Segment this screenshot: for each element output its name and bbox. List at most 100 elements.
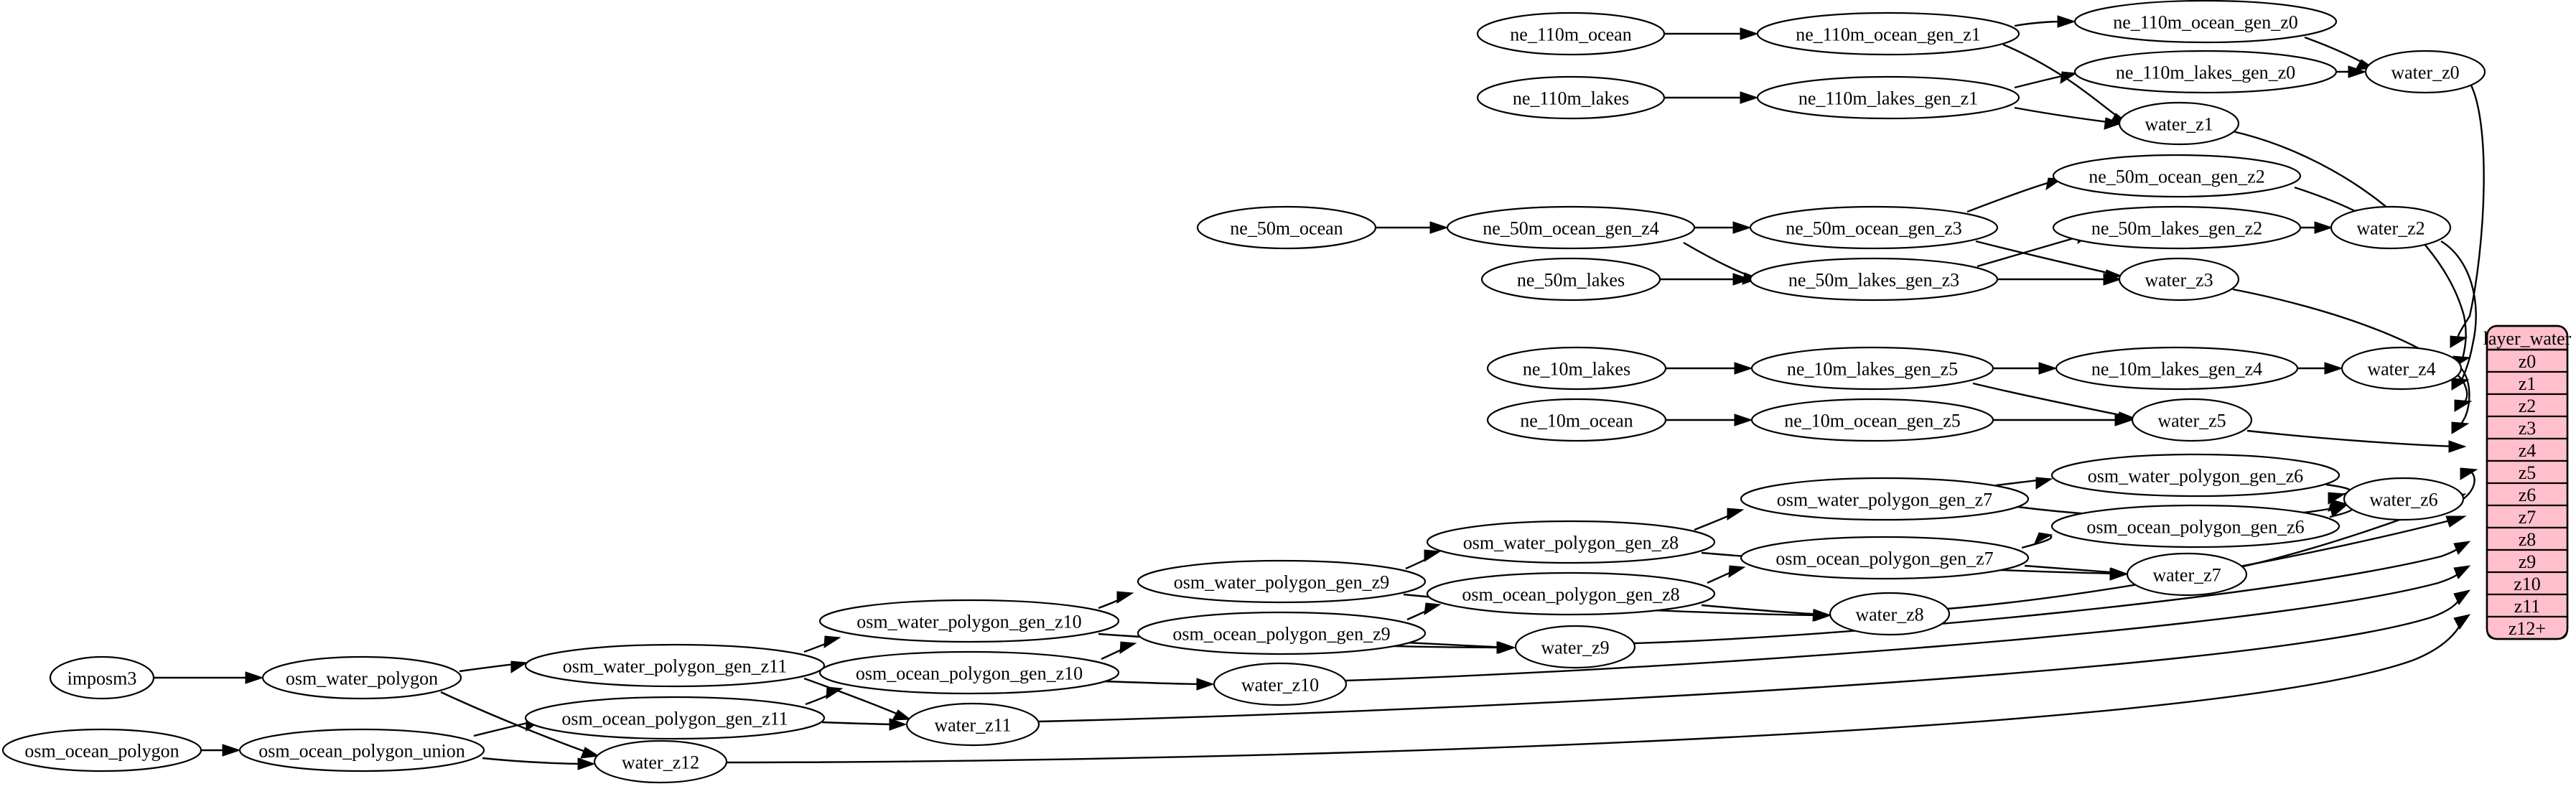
node-ellipse[interactable] bbox=[2055, 346, 2299, 391]
node-water_z8[interactable]: water_z8 bbox=[1829, 592, 1951, 636]
node-ne_50m_ocean_gen_z3[interactable]: ne_50m_ocean_gen_z3 bbox=[1749, 205, 1999, 250]
node-water_z1[interactable]: water_z1 bbox=[2118, 101, 2240, 146]
node-water_z12[interactable]: water_z12 bbox=[593, 739, 728, 784]
node-osm_ocean_polygon_gen_z10[interactable]: osm_ocean_polygon_gen_z10 bbox=[818, 650, 1120, 695]
node-ellipse[interactable] bbox=[1750, 346, 1994, 391]
node-ellipse[interactable] bbox=[2118, 257, 2240, 302]
node-ellipse[interactable] bbox=[1476, 75, 1666, 120]
table-row-z9[interactable]: z9 bbox=[2486, 548, 2569, 574]
node-ne_110m_lakes_gen_z0[interactable]: ne_110m_lakes_gen_z0 bbox=[2073, 50, 2338, 94]
node-ne_10m_lakes_gen_z5[interactable]: ne_10m_lakes_gen_z5 bbox=[1750, 346, 1994, 391]
node-imposm3[interactable]: imposm3 bbox=[49, 655, 155, 700]
table-row-z4[interactable]: z4 bbox=[2486, 437, 2569, 462]
node-ellipse[interactable] bbox=[1, 728, 202, 772]
node-ne_110m_ocean_gen_z0[interactable]: ne_110m_ocean_gen_z0 bbox=[2073, 0, 2338, 44]
node-osm_water_polygon_gen_z8[interactable]: osm_water_polygon_gen_z8 bbox=[1426, 520, 1716, 564]
node-ne_10m_ocean_gen_z5[interactable]: ne_10m_ocean_gen_z5 bbox=[1750, 398, 1994, 442]
node-osm_ocean_polygon_gen_z11[interactable]: osm_ocean_polygon_gen_z11 bbox=[524, 696, 826, 740]
node-ellipse[interactable] bbox=[524, 696, 826, 740]
node-ellipse[interactable] bbox=[2050, 504, 2341, 548]
table-row-z0[interactable]: z0 bbox=[2486, 348, 2569, 373]
node-ellipse[interactable] bbox=[2118, 101, 2240, 146]
node-osm_water_polygon_gen_z9[interactable]: osm_water_polygon_gen_z9 bbox=[1137, 559, 1427, 604]
node-ne_50m_ocean[interactable]: ne_50m_ocean bbox=[1196, 205, 1377, 250]
node-ellipse[interactable] bbox=[1756, 75, 2020, 120]
node-ellipse[interactable] bbox=[2073, 50, 2338, 94]
node-osm_ocean_polygon_union[interactable]: osm_ocean_polygon_union bbox=[238, 728, 485, 772]
node-ne_10m_lakes_gen_z4[interactable]: ne_10m_lakes_gen_z4 bbox=[2055, 346, 2299, 391]
table-row-z3[interactable]: z3 bbox=[2486, 415, 2569, 440]
node-osm_ocean_polygon_gen_z8[interactable]: osm_ocean_polygon_gen_z8 bbox=[1426, 571, 1716, 616]
table-row-z1[interactable]: z1 bbox=[2486, 370, 2569, 396]
table-row-z11[interactable]: z11 bbox=[2486, 593, 2569, 618]
node-ne_110m_ocean[interactable]: ne_110m_ocean bbox=[1476, 11, 1666, 56]
node-osm_ocean_polygon_gen_z6[interactable]: osm_ocean_polygon_gen_z6 bbox=[2050, 504, 2341, 548]
node-osm_water_polygon[interactable]: osm_water_polygon bbox=[261, 655, 462, 700]
node-water_z7[interactable]: water_z7 bbox=[2126, 552, 2248, 597]
node-osm_ocean_polygon_gen_z7[interactable]: osm_ocean_polygon_gen_z7 bbox=[1740, 536, 2030, 580]
node-ellipse[interactable] bbox=[2343, 477, 2465, 521]
table-row-z10[interactable]: z10 bbox=[2486, 571, 2569, 596]
table-row-z7[interactable]: z7 bbox=[2486, 504, 2569, 529]
node-water_z6[interactable]: water_z6 bbox=[2343, 477, 2465, 521]
node-ne_110m_lakes[interactable]: ne_110m_lakes bbox=[1476, 75, 1666, 120]
node-ne_110m_ocean_gen_z1[interactable]: ne_110m_ocean_gen_z1 bbox=[1756, 11, 2020, 56]
node-ellipse[interactable] bbox=[238, 728, 485, 772]
node-water_z0[interactable]: water_z0 bbox=[2364, 50, 2486, 94]
node-ellipse[interactable] bbox=[1829, 592, 1951, 636]
node-ellipse[interactable] bbox=[1514, 625, 1636, 669]
node-ne_50m_ocean_gen_z4[interactable]: ne_50m_ocean_gen_z4 bbox=[1446, 205, 1696, 250]
node-ellipse[interactable] bbox=[2131, 398, 2253, 442]
node-ellipse[interactable] bbox=[2341, 346, 2463, 391]
node-ellipse[interactable] bbox=[1486, 398, 1667, 442]
table-row-z12plus[interactable]: z12+ bbox=[2486, 615, 2569, 640]
node-ellipse[interactable] bbox=[1137, 559, 1427, 604]
node-ellipse[interactable] bbox=[1740, 536, 2030, 580]
node-ellipse[interactable] bbox=[1446, 205, 1696, 250]
node-ellipse[interactable] bbox=[2052, 154, 2302, 198]
node-water_z10[interactable]: water_z10 bbox=[1213, 662, 1348, 706]
node-ne_50m_ocean_gen_z2[interactable]: ne_50m_ocean_gen_z2 bbox=[2052, 154, 2302, 198]
table-row-z5[interactable]: z5 bbox=[2486, 459, 2569, 485]
node-ellipse[interactable] bbox=[1749, 205, 1999, 250]
node-ellipse[interactable] bbox=[1749, 257, 1999, 302]
node-ellipse[interactable] bbox=[1426, 520, 1716, 564]
node-ne_50m_lakes_gen_z2[interactable]: ne_50m_lakes_gen_z2 bbox=[2052, 205, 2302, 250]
node-ellipse[interactable] bbox=[1480, 257, 1661, 302]
node-ne_50m_lakes_gen_z3[interactable]: ne_50m_lakes_gen_z3 bbox=[1749, 257, 1999, 302]
node-ellipse[interactable] bbox=[593, 739, 728, 784]
node-ellipse[interactable] bbox=[2073, 0, 2338, 44]
node-ne_10m_lakes[interactable]: ne_10m_lakes bbox=[1486, 346, 1667, 391]
table-row-z8[interactable]: z8 bbox=[2486, 526, 2569, 551]
node-ellipse[interactable] bbox=[2330, 205, 2452, 250]
node-ne_10m_ocean[interactable]: ne_10m_ocean bbox=[1486, 398, 1667, 442]
table-row-cell[interactable] bbox=[2486, 482, 2569, 507]
node-osm_water_polygon_gen_z6[interactable]: osm_water_polygon_gen_z6 bbox=[2050, 453, 2341, 498]
node-ellipse[interactable] bbox=[1740, 477, 2030, 521]
node-water_z2[interactable]: water_z2 bbox=[2330, 205, 2452, 250]
node-ellipse[interactable] bbox=[818, 650, 1120, 695]
node-water_z4[interactable]: water_z4 bbox=[2341, 346, 2463, 391]
node-osm_ocean_polygon[interactable]: osm_ocean_polygon bbox=[1, 728, 202, 772]
node-water_z3[interactable]: water_z3 bbox=[2118, 257, 2240, 302]
node-ellipse[interactable] bbox=[818, 599, 1120, 643]
node-ellipse[interactable] bbox=[1426, 571, 1716, 616]
node-ellipse[interactable] bbox=[2364, 50, 2486, 94]
node-water_z9[interactable]: water_z9 bbox=[1514, 625, 1636, 669]
node-ellipse[interactable] bbox=[1756, 11, 2020, 56]
node-ellipse[interactable] bbox=[2050, 453, 2341, 498]
table-row-z2[interactable]: z2 bbox=[2486, 393, 2569, 418]
table-row-cell[interactable] bbox=[2486, 370, 2569, 396]
node-osm_water_polygon_gen_z11[interactable]: osm_water_polygon_gen_z11 bbox=[524, 643, 826, 688]
node-osm_water_polygon_gen_z10[interactable]: osm_water_polygon_gen_z10 bbox=[818, 599, 1120, 643]
node-ellipse[interactable] bbox=[2052, 205, 2302, 250]
table-row-cell[interactable] bbox=[2486, 415, 2569, 440]
node-osm_ocean_polygon_gen_z9[interactable]: osm_ocean_polygon_gen_z9 bbox=[1137, 611, 1427, 655]
node-water_z5[interactable]: water_z5 bbox=[2131, 398, 2253, 442]
node-ellipse[interactable] bbox=[1137, 611, 1427, 655]
node-ellipse[interactable] bbox=[1750, 398, 1994, 442]
node-ellipse[interactable] bbox=[49, 655, 155, 700]
node-ellipse[interactable] bbox=[1196, 205, 1377, 250]
node-ellipse[interactable] bbox=[905, 702, 1040, 747]
node-ellipse[interactable] bbox=[524, 643, 826, 688]
